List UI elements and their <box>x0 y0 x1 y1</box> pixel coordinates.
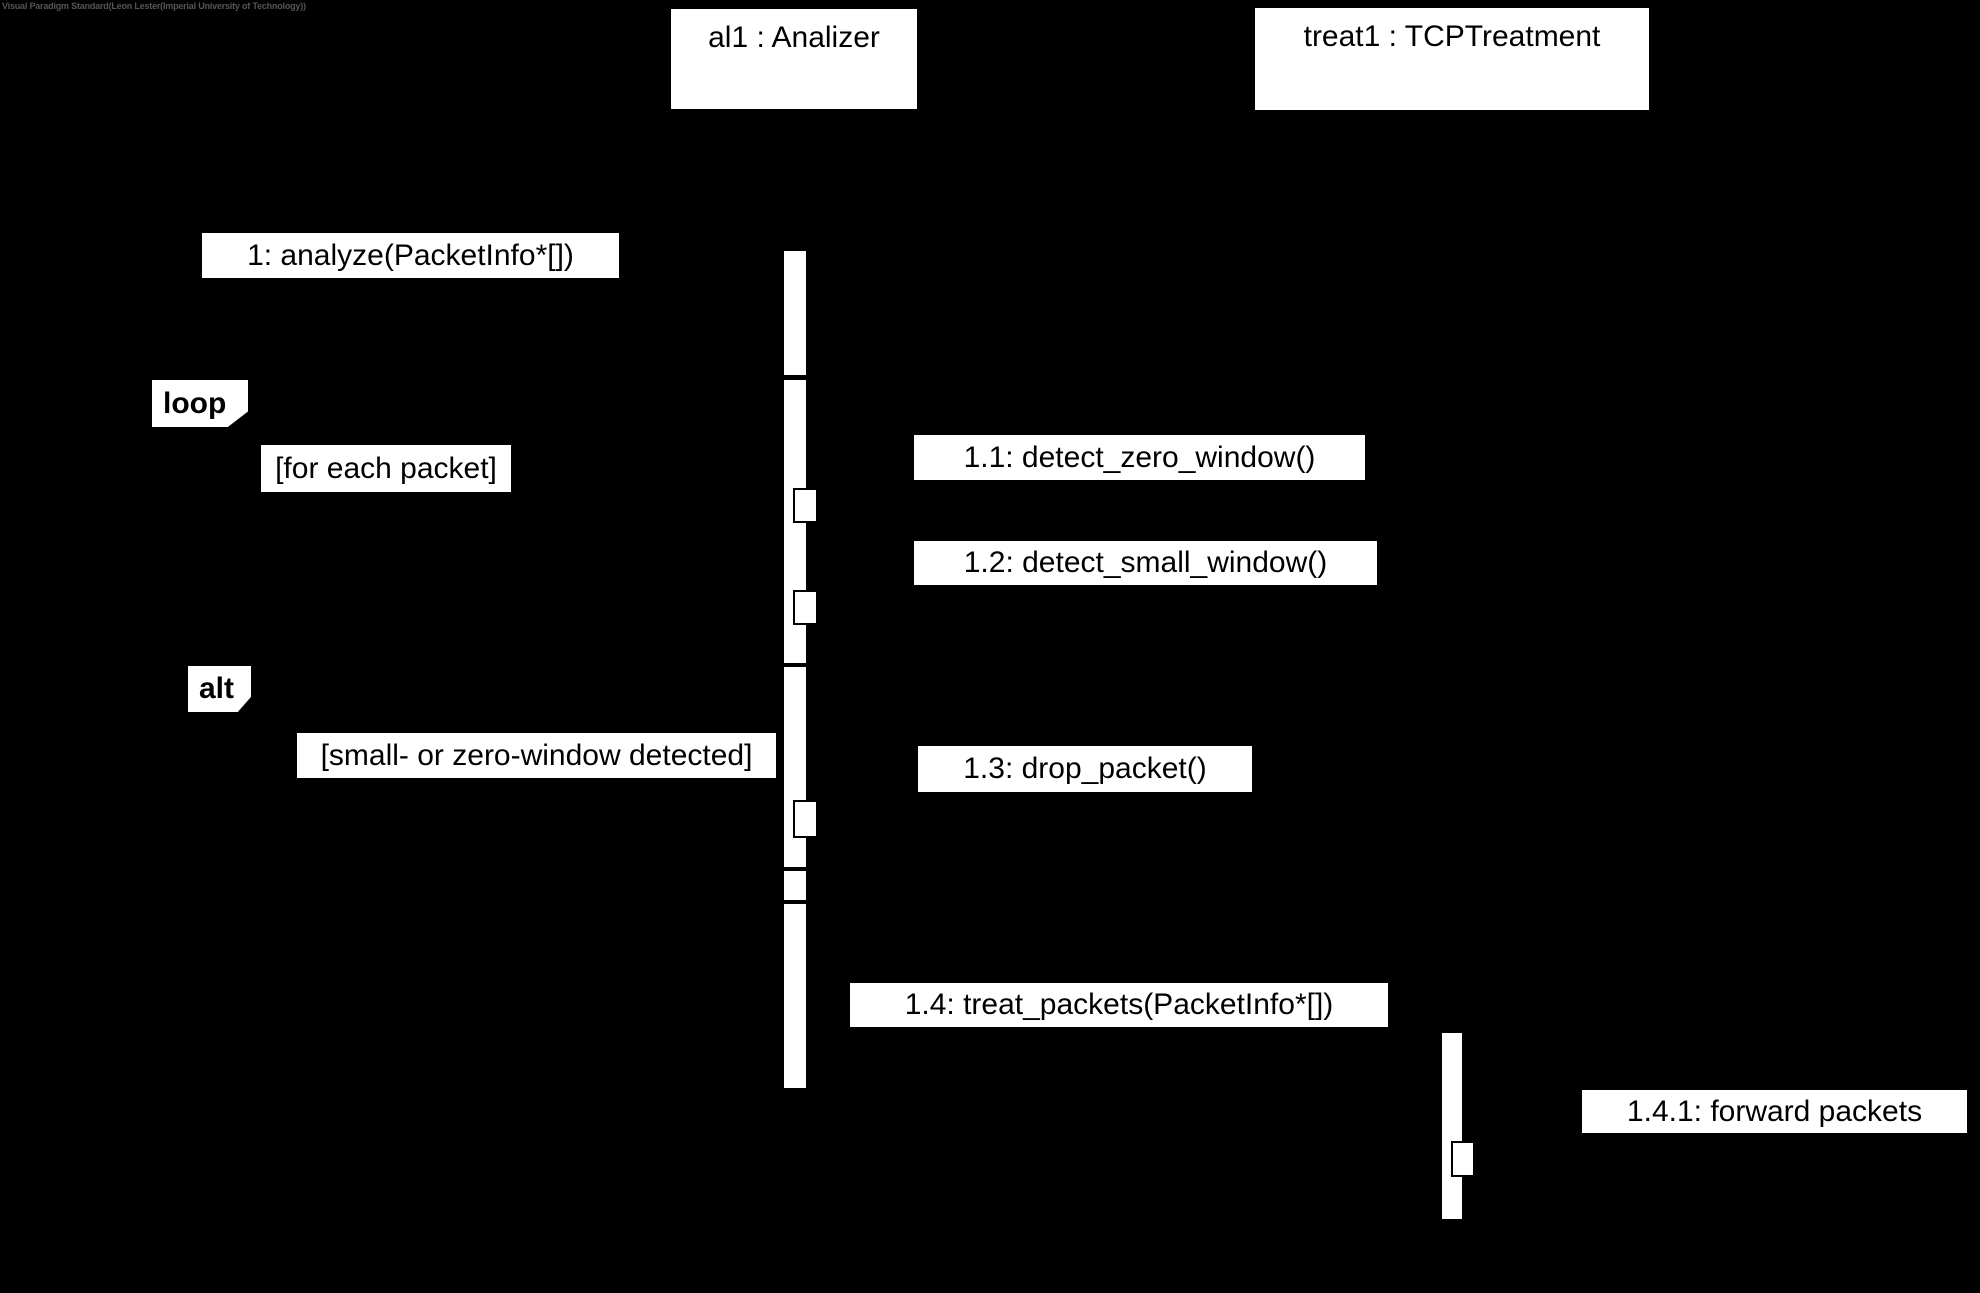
message-text: 1.3: drop_packet() <box>963 752 1207 785</box>
fragment-operator-text: loop <box>163 386 227 420</box>
nested-activation-forward-packets <box>1451 1141 1475 1177</box>
lifeline-head-treat1: treat1 : TCPTreatment <box>1255 8 1649 110</box>
message-text: 1.2: detect_small_window() <box>963 546 1328 579</box>
guard-text: [for each packet] <box>275 451 497 485</box>
activation-bar-al1-segment-1 <box>784 251 806 375</box>
fragment-guard-alt: [small- or zero-window detected] <box>297 733 776 778</box>
message-label-forward-packets: 1.4.1: forward packets <box>1582 1090 1967 1133</box>
message-label-detect-small-window: 1.2: detect_small_window() <box>914 541 1377 585</box>
fragment-operator-alt: alt <box>188 666 251 712</box>
fragment-operator-loop: loop <box>152 380 248 427</box>
watermark-text: Visual Paradigm Standard(Leon Lester(Imp… <box>2 1 306 11</box>
guard-text: [small- or zero-window detected] <box>320 738 753 772</box>
lifeline-label-al1: al1 : Analizer <box>708 21 880 54</box>
activation-bar-al1-segment-5 <box>784 904 806 1088</box>
nested-activation-drop-packet <box>793 800 818 838</box>
lifeline-label-treat1: treat1 : TCPTreatment <box>1303 20 1601 53</box>
message-label-detect-zero-window: 1.1: detect_zero_window() <box>914 435 1365 480</box>
message-text: 1.1: detect_zero_window() <box>963 440 1316 474</box>
fragment-guard-loop: [for each packet] <box>261 445 511 492</box>
message-label-treat-packets: 1.4: treat_packets(PacketInfo*[]) <box>850 983 1388 1027</box>
message-text: 1.4: treat_packets(PacketInfo*[]) <box>904 988 1334 1021</box>
lifeline-head-al1: al1 : Analizer <box>671 9 917 109</box>
activation-bar-treat1 <box>1442 1033 1462 1219</box>
message-label-drop-packet: 1.3: drop_packet() <box>918 746 1252 792</box>
fragment-operator-text: alt <box>199 672 235 705</box>
message-text: 1: analyze(PacketInfo*[]) <box>247 238 574 272</box>
message-text: 1.4.1: forward packets <box>1626 1094 1923 1128</box>
message-label-analyze: 1: analyze(PacketInfo*[]) <box>202 233 619 278</box>
nested-activation-detect-zero-window <box>793 488 818 523</box>
nested-activation-detect-small-window <box>793 590 818 625</box>
activation-bar-al1-segment-4 <box>784 871 806 900</box>
